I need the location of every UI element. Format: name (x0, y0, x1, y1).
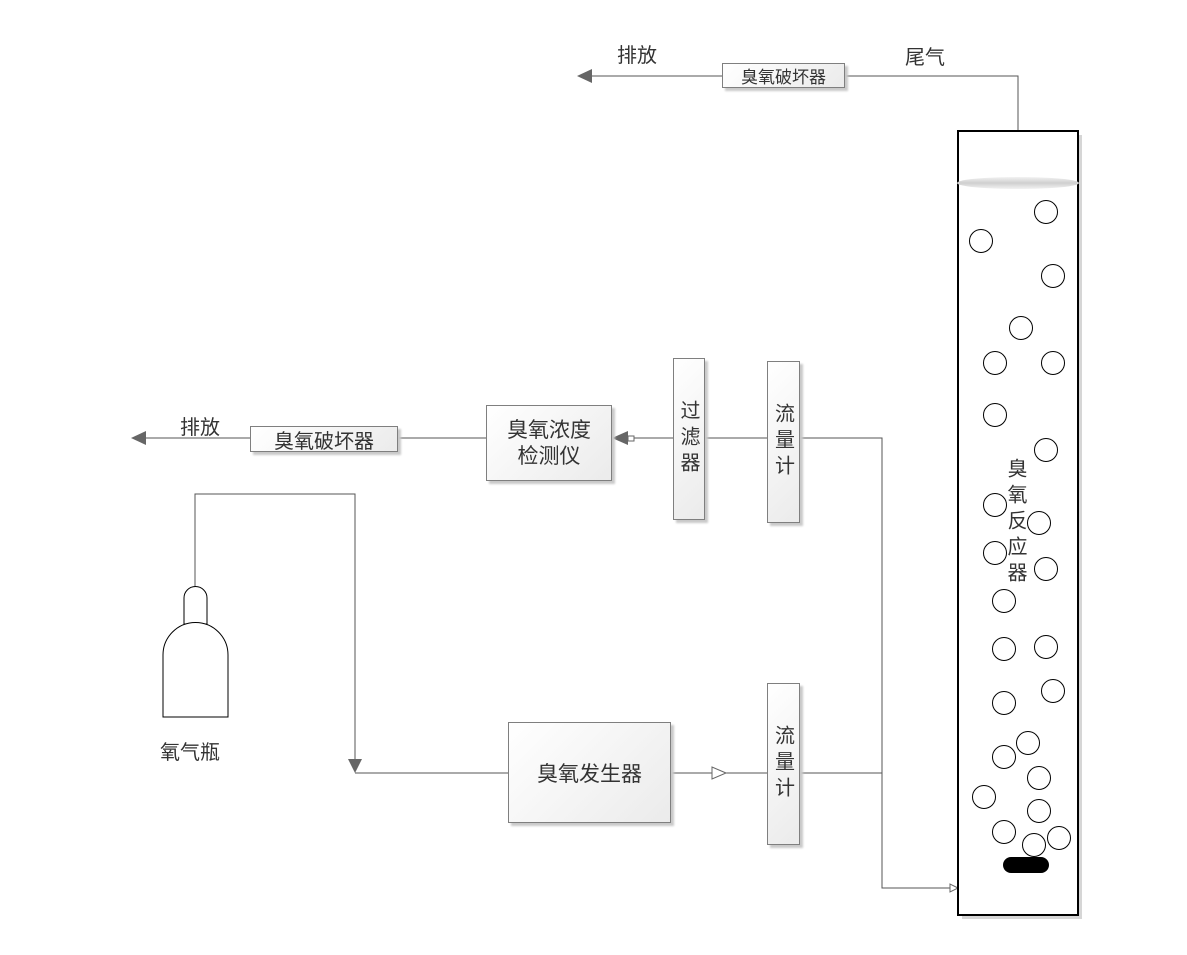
gas-diffuser (1003, 857, 1049, 873)
bubble (1047, 826, 1071, 850)
filter-label: 过滤器 (677, 400, 701, 478)
oxygen-down-arrow (348, 759, 362, 773)
bubble (1016, 731, 1040, 755)
top-ozone-destroyer-label: 臭氧破坏器 (741, 68, 826, 88)
top-discharge-arrow (577, 69, 592, 83)
bubble (1009, 316, 1033, 340)
reactor-inlet-arrow (949, 883, 960, 893)
mid-ozone-destroyer-label: 臭氧破坏器 (274, 428, 374, 453)
bubble (1027, 511, 1051, 535)
cylinder-body (162, 622, 229, 718)
bubble (1041, 351, 1065, 375)
bubble (992, 589, 1016, 613)
top-discharge-label: 排放 (617, 43, 657, 67)
bubble (983, 351, 1007, 375)
detector-inlet-connector (627, 435, 635, 442)
ozone-reactor-label: 臭氧反应器 (1004, 458, 1028, 588)
generator-outlet-arrow (711, 766, 728, 780)
mid-ozone-destroyer-box: 臭氧破坏器 (250, 426, 398, 453)
ozone-generator-label: 臭氧发生器 (537, 761, 642, 786)
top-ozone-destroyer-box: 臭氧破坏器 (722, 63, 845, 88)
bubble (972, 785, 996, 809)
tail-gas-line (845, 75, 1019, 131)
tail-gas-label: 尾气 (905, 45, 945, 69)
bubble (1022, 833, 1046, 857)
bubble (1041, 264, 1065, 288)
bubble (1034, 438, 1058, 462)
bubble (983, 541, 1007, 565)
oxygen-cylinder-label: 氧气瓶 (160, 740, 220, 764)
oxygen-cylinder-icon (162, 586, 229, 718)
cylinder-neck (183, 586, 208, 625)
bubble (1034, 200, 1058, 224)
bubble (1041, 679, 1065, 703)
bubble (969, 229, 993, 253)
lower-flowmeter-box: 流量计 (767, 683, 800, 845)
ozone-concentration-detector-box: 臭氧浓度 检测仪 (486, 405, 612, 481)
bubble (1034, 635, 1058, 659)
bubble (1034, 557, 1058, 581)
detector-label-line-2: 检测仪 (517, 444, 581, 468)
oxygen-supply-line (194, 493, 356, 759)
bubble (983, 493, 1007, 517)
bubble (992, 745, 1016, 769)
lower-flowmeter-label: 流量计 (771, 725, 796, 803)
upper-flowmeter-label: 流量计 (771, 403, 796, 481)
reactor-sample-line (800, 437, 950, 889)
mid-discharge-label: 排放 (180, 415, 220, 439)
mid-discharge-arrow (131, 431, 146, 445)
liquid-surface (957, 177, 1079, 189)
bubble (983, 403, 1007, 427)
upper-flowmeter-box: 流量计 (767, 361, 800, 523)
bubble (1027, 799, 1051, 823)
detector-inlet-arrow (612, 431, 628, 445)
bubble (992, 637, 1016, 661)
ozone-generator-box: 臭氧发生器 (508, 722, 671, 823)
reactor-vessel (957, 130, 1079, 916)
bubbles (969, 200, 1071, 857)
bubble (1027, 766, 1051, 790)
bubble (992, 820, 1016, 844)
detector-label-line-1: 臭氧浓度 (507, 418, 591, 442)
filter-box: 过滤器 (673, 358, 705, 520)
bubble (992, 691, 1016, 715)
